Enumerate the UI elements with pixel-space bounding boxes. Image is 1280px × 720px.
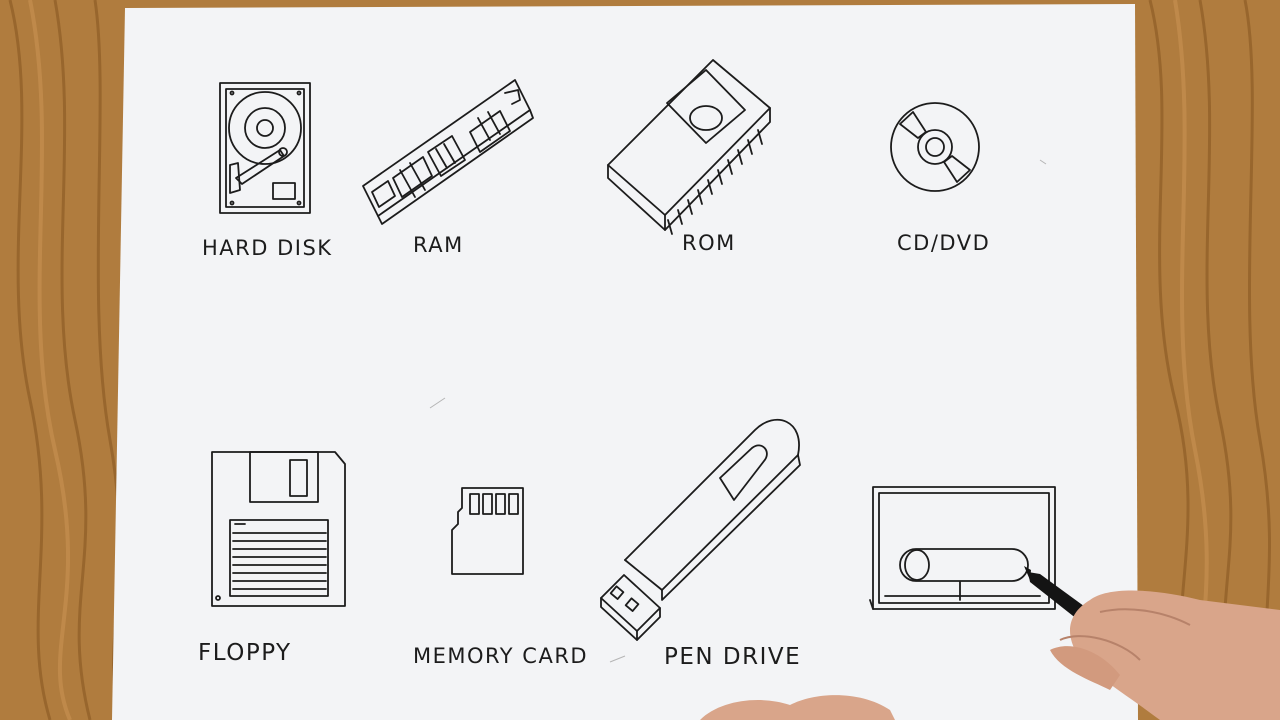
- label-pen-drive: PEN DRIVE: [664, 644, 802, 670]
- card-drawing: [869, 486, 1056, 610]
- label-hard-disk: HARD DISK: [202, 236, 333, 260]
- label-ram: RAM: [413, 233, 464, 257]
- label-rom: ROM: [682, 231, 736, 255]
- label-memory-card: MEMORY CARD: [413, 644, 589, 668]
- rom-drawing: [607, 59, 771, 235]
- hard-disk-drawing: [219, 82, 311, 214]
- cd-dvd-drawing: [890, 102, 980, 192]
- ram-drawing: [362, 79, 534, 225]
- hand-with-pen: [700, 566, 1280, 720]
- memory-card-drawing: [451, 487, 524, 575]
- floppy-drawing: [211, 451, 346, 607]
- pen-drive-drawing: [600, 419, 801, 641]
- label-floppy: FLOPPY: [198, 640, 292, 666]
- label-cd-dvd: CD/DVD: [897, 231, 991, 255]
